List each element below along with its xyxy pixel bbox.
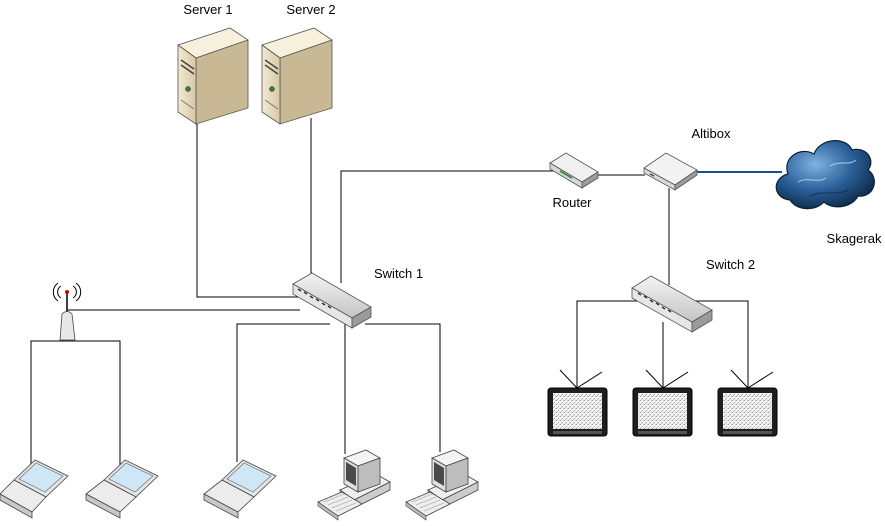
laptop-icon <box>85 459 159 519</box>
link-switch1-desktop2 <box>365 323 441 452</box>
link-switch1-router <box>340 170 553 283</box>
switch1-label: Switch 1 <box>374 266 423 281</box>
switch-2[interactable]: Switch 2 <box>631 257 755 333</box>
laptop-2[interactable] <box>85 459 159 519</box>
link-switch1-laptop3 <box>236 323 330 462</box>
switch-icon <box>292 272 372 329</box>
link-switch1-accesspoint <box>66 309 300 314</box>
link-server1-switch1 <box>196 118 298 298</box>
desktop-1[interactable] <box>317 449 391 521</box>
laptop-icon <box>0 459 69 519</box>
desktop-computer-icon <box>405 449 479 521</box>
server-icon <box>261 27 333 125</box>
tv-icon <box>632 369 693 437</box>
tv-icon <box>547 369 608 437</box>
internet-cloud[interactable]: Skagerak <box>775 140 882 246</box>
switch-icon <box>631 275 713 333</box>
router[interactable]: Router <box>549 152 599 210</box>
server-2[interactable]: Server 2 <box>261 2 336 125</box>
laptop-icon <box>203 459 277 519</box>
router-icon <box>549 152 599 189</box>
tv-3[interactable] <box>717 369 778 437</box>
tv-1[interactable] <box>547 369 608 437</box>
server-1[interactable]: Server 1 <box>177 2 249 125</box>
server1-label: Server 1 <box>183 2 232 17</box>
switch-1[interactable]: Switch 1 <box>292 266 423 329</box>
server2-label: Server 2 <box>286 2 335 17</box>
server-icon <box>177 27 249 125</box>
skagerak-label: Skagerak <box>827 231 882 246</box>
switch2-label: Switch 2 <box>706 257 755 272</box>
link-accesspoint-laptops <box>30 340 121 470</box>
modem-icon <box>643 152 698 191</box>
laptop-1[interactable] <box>0 459 69 519</box>
altibox-label: Altibox <box>691 126 731 141</box>
tv-icon <box>717 369 778 437</box>
cloud-icon <box>775 140 875 210</box>
wireless-access-point[interactable] <box>52 282 82 341</box>
access-point-icon <box>52 282 82 341</box>
laptop-3[interactable] <box>203 459 277 519</box>
tv-2[interactable] <box>632 369 693 437</box>
desktop-computer-icon <box>317 449 391 521</box>
desktop-2[interactable] <box>405 449 479 521</box>
router-label: Router <box>552 195 592 210</box>
altibox-modem[interactable]: Altibox <box>643 126 731 191</box>
